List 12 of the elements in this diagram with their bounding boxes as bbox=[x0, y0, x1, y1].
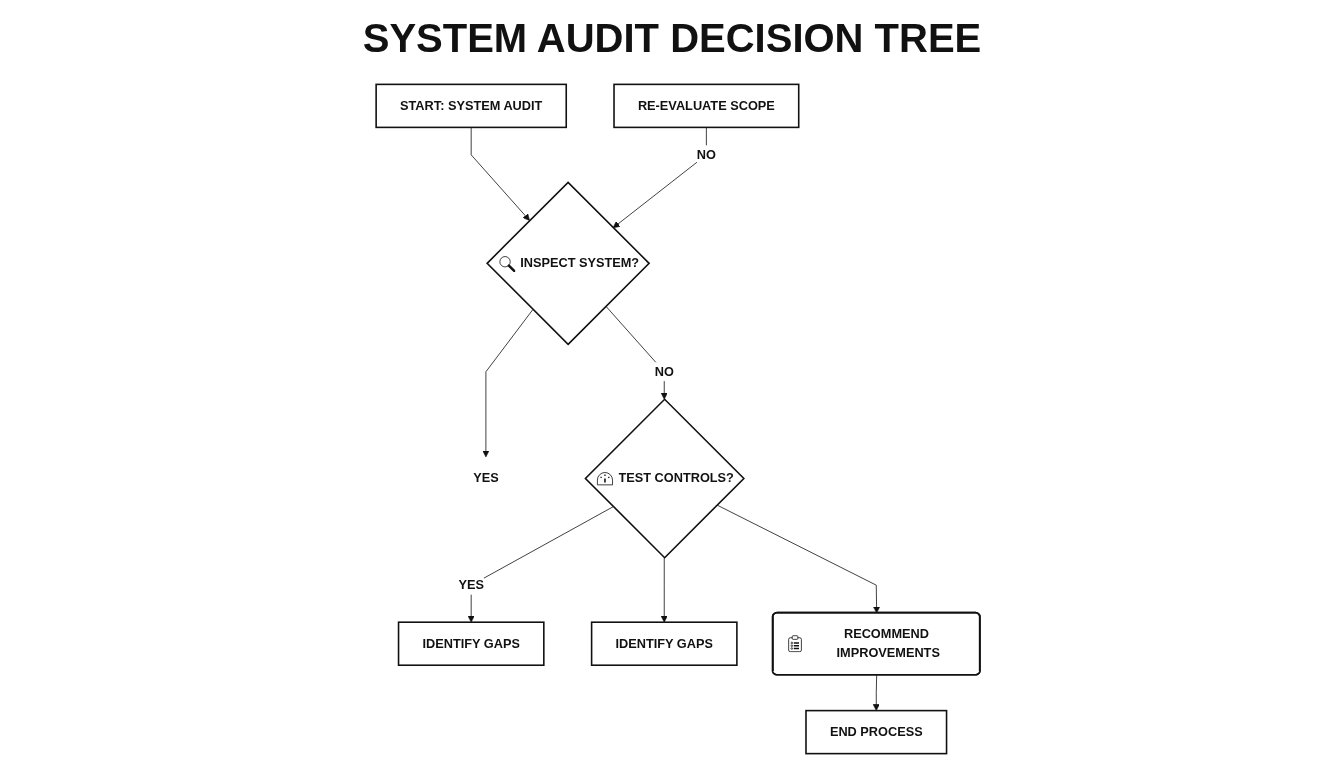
node-diamond: TEST CONTROLS? bbox=[584, 398, 745, 559]
node-text: YES bbox=[473, 471, 499, 485]
node-box: START: SYSTEM AUDIT bbox=[375, 83, 568, 129]
edge-label: NO bbox=[654, 364, 674, 379]
node-diamond: INSPECT SYSTEM? bbox=[486, 181, 651, 346]
edge-label: YES bbox=[458, 578, 484, 592]
edge-label: NO bbox=[696, 147, 716, 162]
node-box: END PROCESS bbox=[805, 709, 948, 755]
node-box: IDENTIFY GAPS bbox=[397, 621, 545, 666]
node-box: IDENTIFY GAPS bbox=[590, 621, 738, 666]
node-box: RE-EVALUATE SCOPE bbox=[613, 83, 800, 129]
diagram-title: SYSTEM AUDIT DECISION TREE bbox=[362, 15, 982, 62]
